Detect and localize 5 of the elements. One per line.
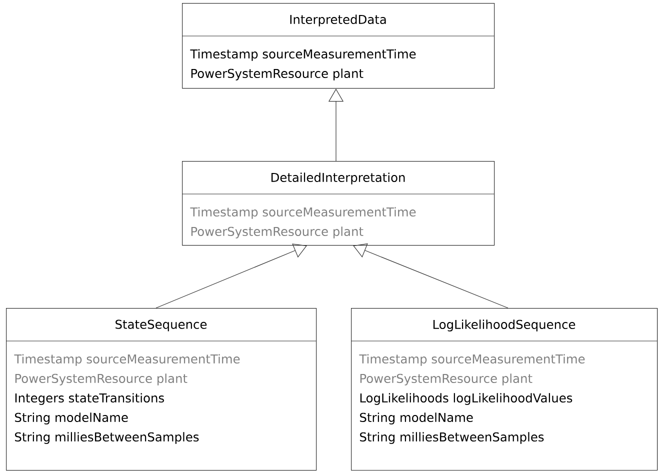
inheritance-arrow [156, 244, 307, 308]
class-box: InterpretedData Timestamp sourceMeasurementTime PowerSystemResource plant [182, 3, 495, 89]
class-box: LogLikelihoodSequence Timestamp sourceMeasurementTime PowerSystemResource plant LogLikelihoods logLikelihoodValues String modelName String milliesBetweenSamples [350, 308, 658, 471]
class-box: DetailedInterpretation Timestamp sourceMeasurementTime PowerSystemResource plant [182, 161, 495, 246]
class-box: StateSequence Timestamp sourceMeasurementTime PowerSystemResource plant Integers stateTransitions String modelName String milliesBetweenSamples [6, 308, 317, 471]
